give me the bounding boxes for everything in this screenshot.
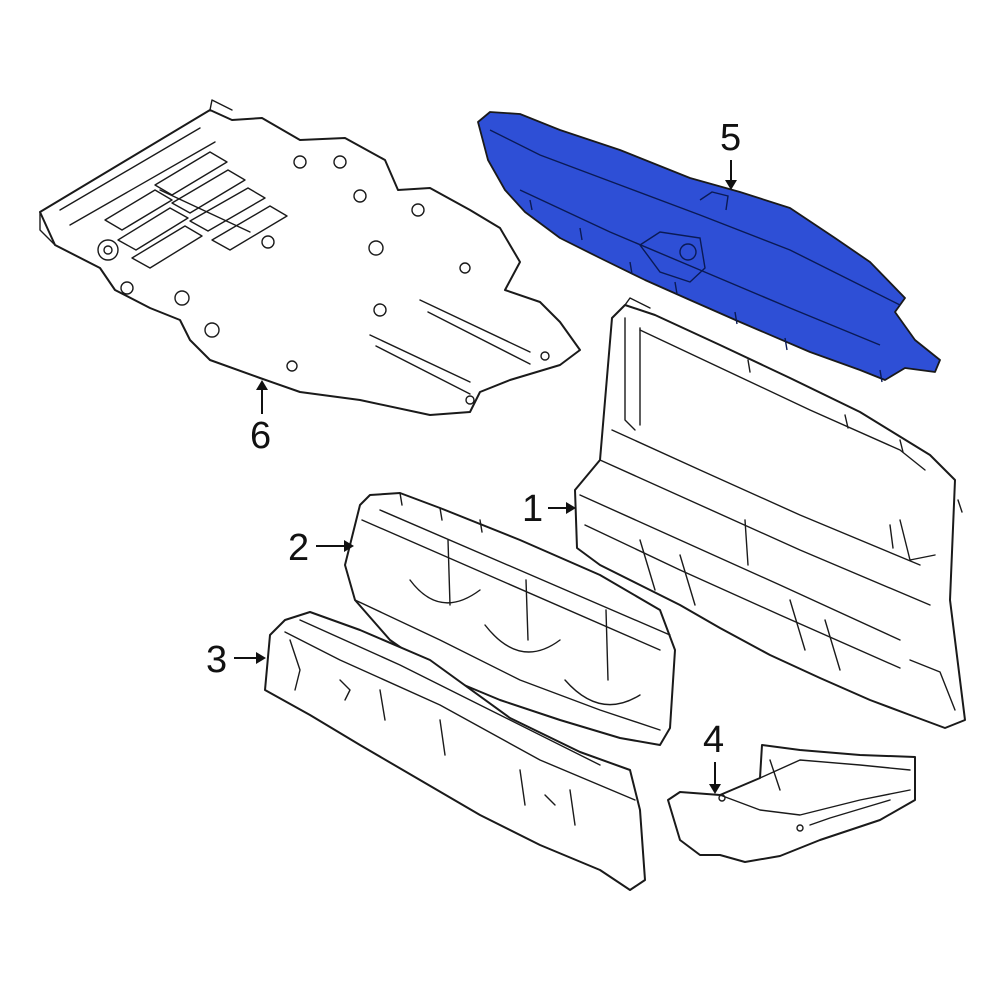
callout-1: 1 (522, 488, 576, 530)
svg-text:2: 2 (288, 527, 309, 569)
callout-6: 6 (250, 380, 271, 457)
part-5-air-deflector-highlighted[interactable] (477, 111, 941, 383)
svg-text:5: 5 (720, 117, 741, 159)
svg-text:6: 6 (250, 415, 271, 457)
callout-4: 4 (703, 719, 724, 794)
svg-text:1: 1 (522, 488, 543, 530)
svg-text:3: 3 (206, 639, 227, 681)
callout-5: 5 (720, 117, 741, 190)
svg-text:4: 4 (703, 719, 724, 761)
part-4-air-duct[interactable] (667, 744, 916, 863)
part-6-splash-shield[interactable] (39, 99, 581, 416)
callout-2: 2 (288, 527, 354, 569)
part-3-lower-deflector-rail[interactable] (264, 611, 646, 891)
callout-3: 3 (206, 639, 266, 681)
part-5-body (477, 111, 941, 381)
part-1-shutter-assembly[interactable] (574, 297, 966, 729)
